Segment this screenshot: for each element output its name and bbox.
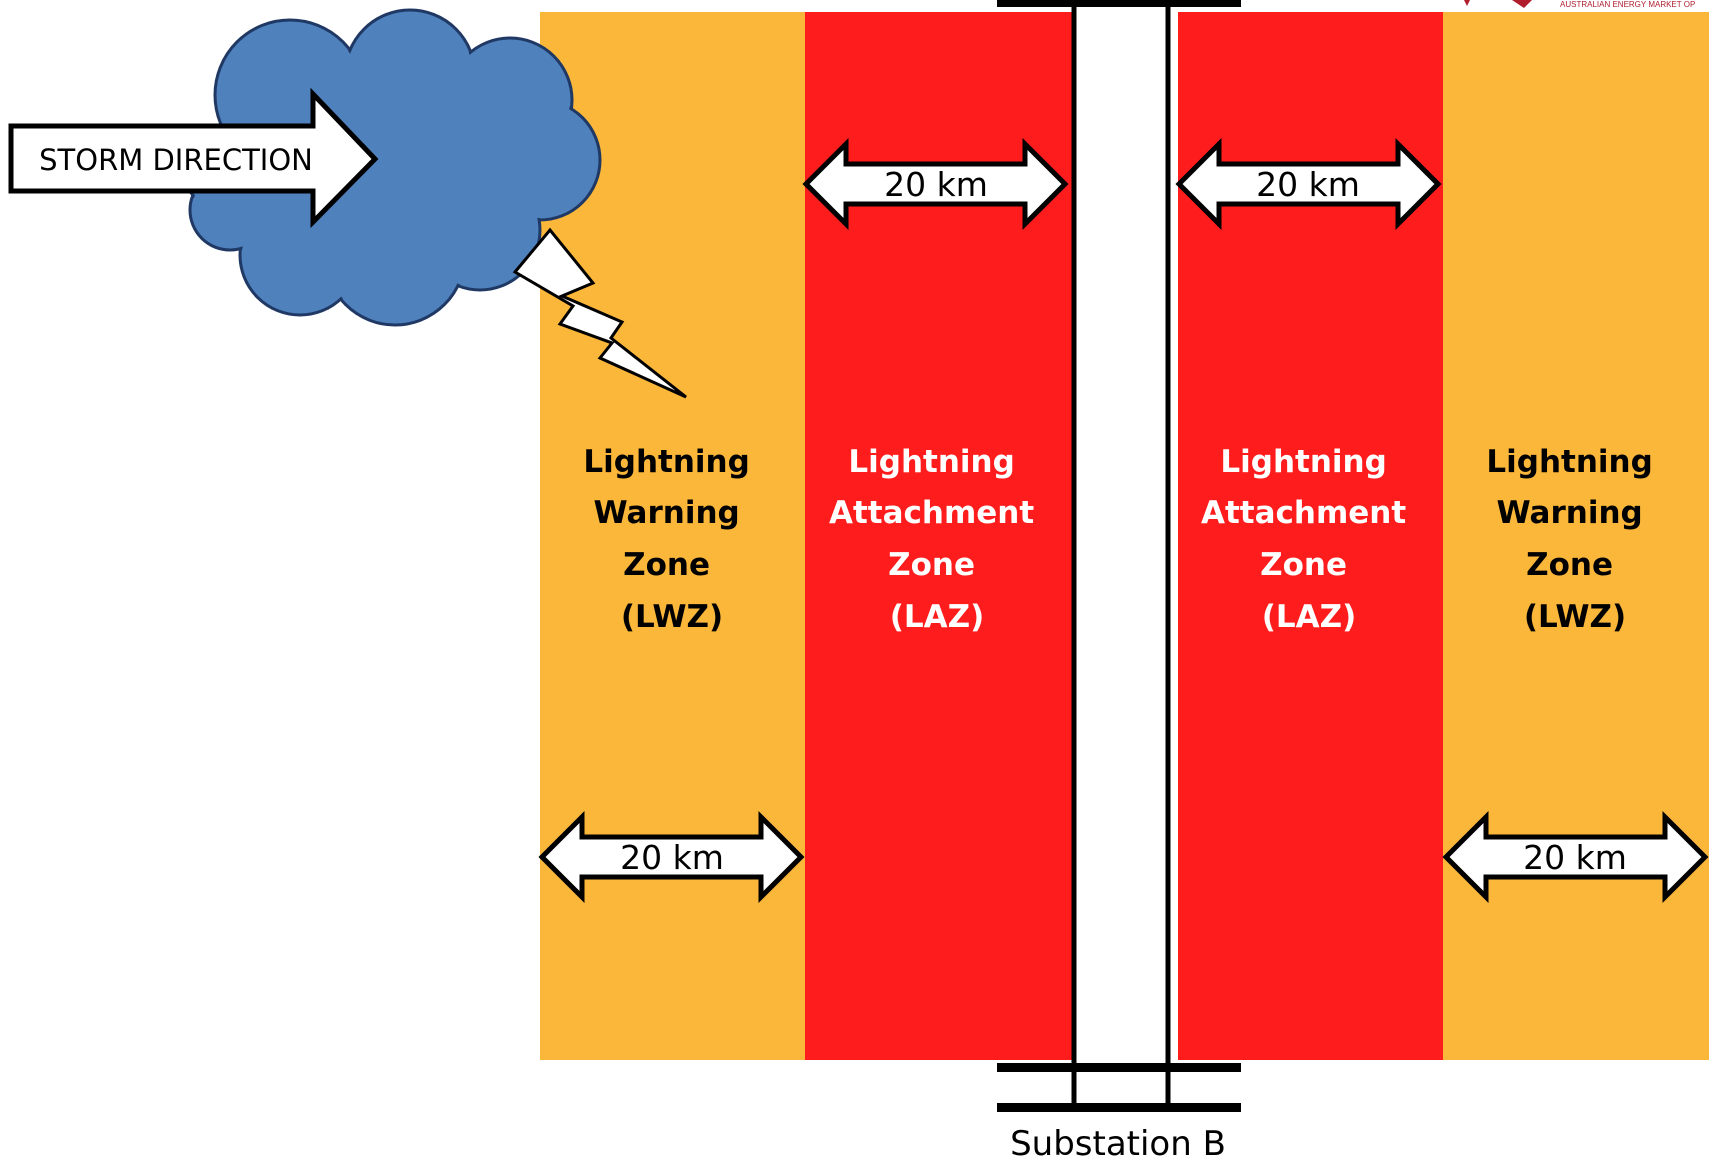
company-logo: AUSTRALIAN ENERGY MARKET OP	[1464, 0, 1695, 9]
double-arrow-icon	[1442, 810, 1709, 904]
right-arrow-icon	[8, 87, 379, 229]
distance-label: 20 km	[620, 838, 724, 877]
corridor-band	[1072, 12, 1178, 1060]
distance-arrow-lwz-right: 20 km	[1442, 810, 1709, 904]
substation-label: Substation B	[1010, 1124, 1226, 1161]
double-arrow-icon	[802, 137, 1069, 231]
substation-busbar-upper	[997, 1063, 1241, 1072]
distance-label: 20 km	[1256, 165, 1360, 204]
lwz-right-band	[1443, 12, 1709, 1060]
distance-arrow-laz-right: 20 km	[1175, 137, 1442, 231]
storm-direction-arrow: STORM DIRECTION	[8, 87, 379, 229]
double-arrow-icon	[538, 810, 805, 904]
top-busbar	[997, 0, 1241, 7]
substation-busbar-lower	[997, 1103, 1241, 1112]
distance-label: 20 km	[884, 165, 988, 204]
zone-laz-left-label: Lightning Attachment Zone (LAZ)	[829, 444, 1045, 635]
zone-lwz-right-label: Lightning Warning Zone (LWZ)	[1486, 444, 1663, 635]
double-arrow-icon	[1175, 137, 1442, 231]
storm-direction-label: STORM DIRECTION	[39, 143, 313, 177]
zone-labels: Lightning Warning Zone (LWZ) Lightning A…	[583, 444, 1663, 635]
logo-mark-icon	[1464, 0, 1470, 6]
logo-swoosh-icon	[1512, 0, 1532, 8]
distance-arrow-laz-left: 20 km	[802, 137, 1069, 231]
logo-text: AUSTRALIAN ENERGY MARKET OP	[1560, 0, 1695, 9]
distance-label: 20 km	[1523, 838, 1627, 877]
zone-laz-right-label: Lightning Attachment Zone (LAZ)	[1201, 444, 1417, 635]
distance-arrow-lwz-left: 20 km	[538, 810, 805, 904]
lightning-bolt-icon	[512, 227, 687, 399]
zone-lwz-left-label: Lightning Warning Zone (LWZ)	[583, 444, 760, 635]
